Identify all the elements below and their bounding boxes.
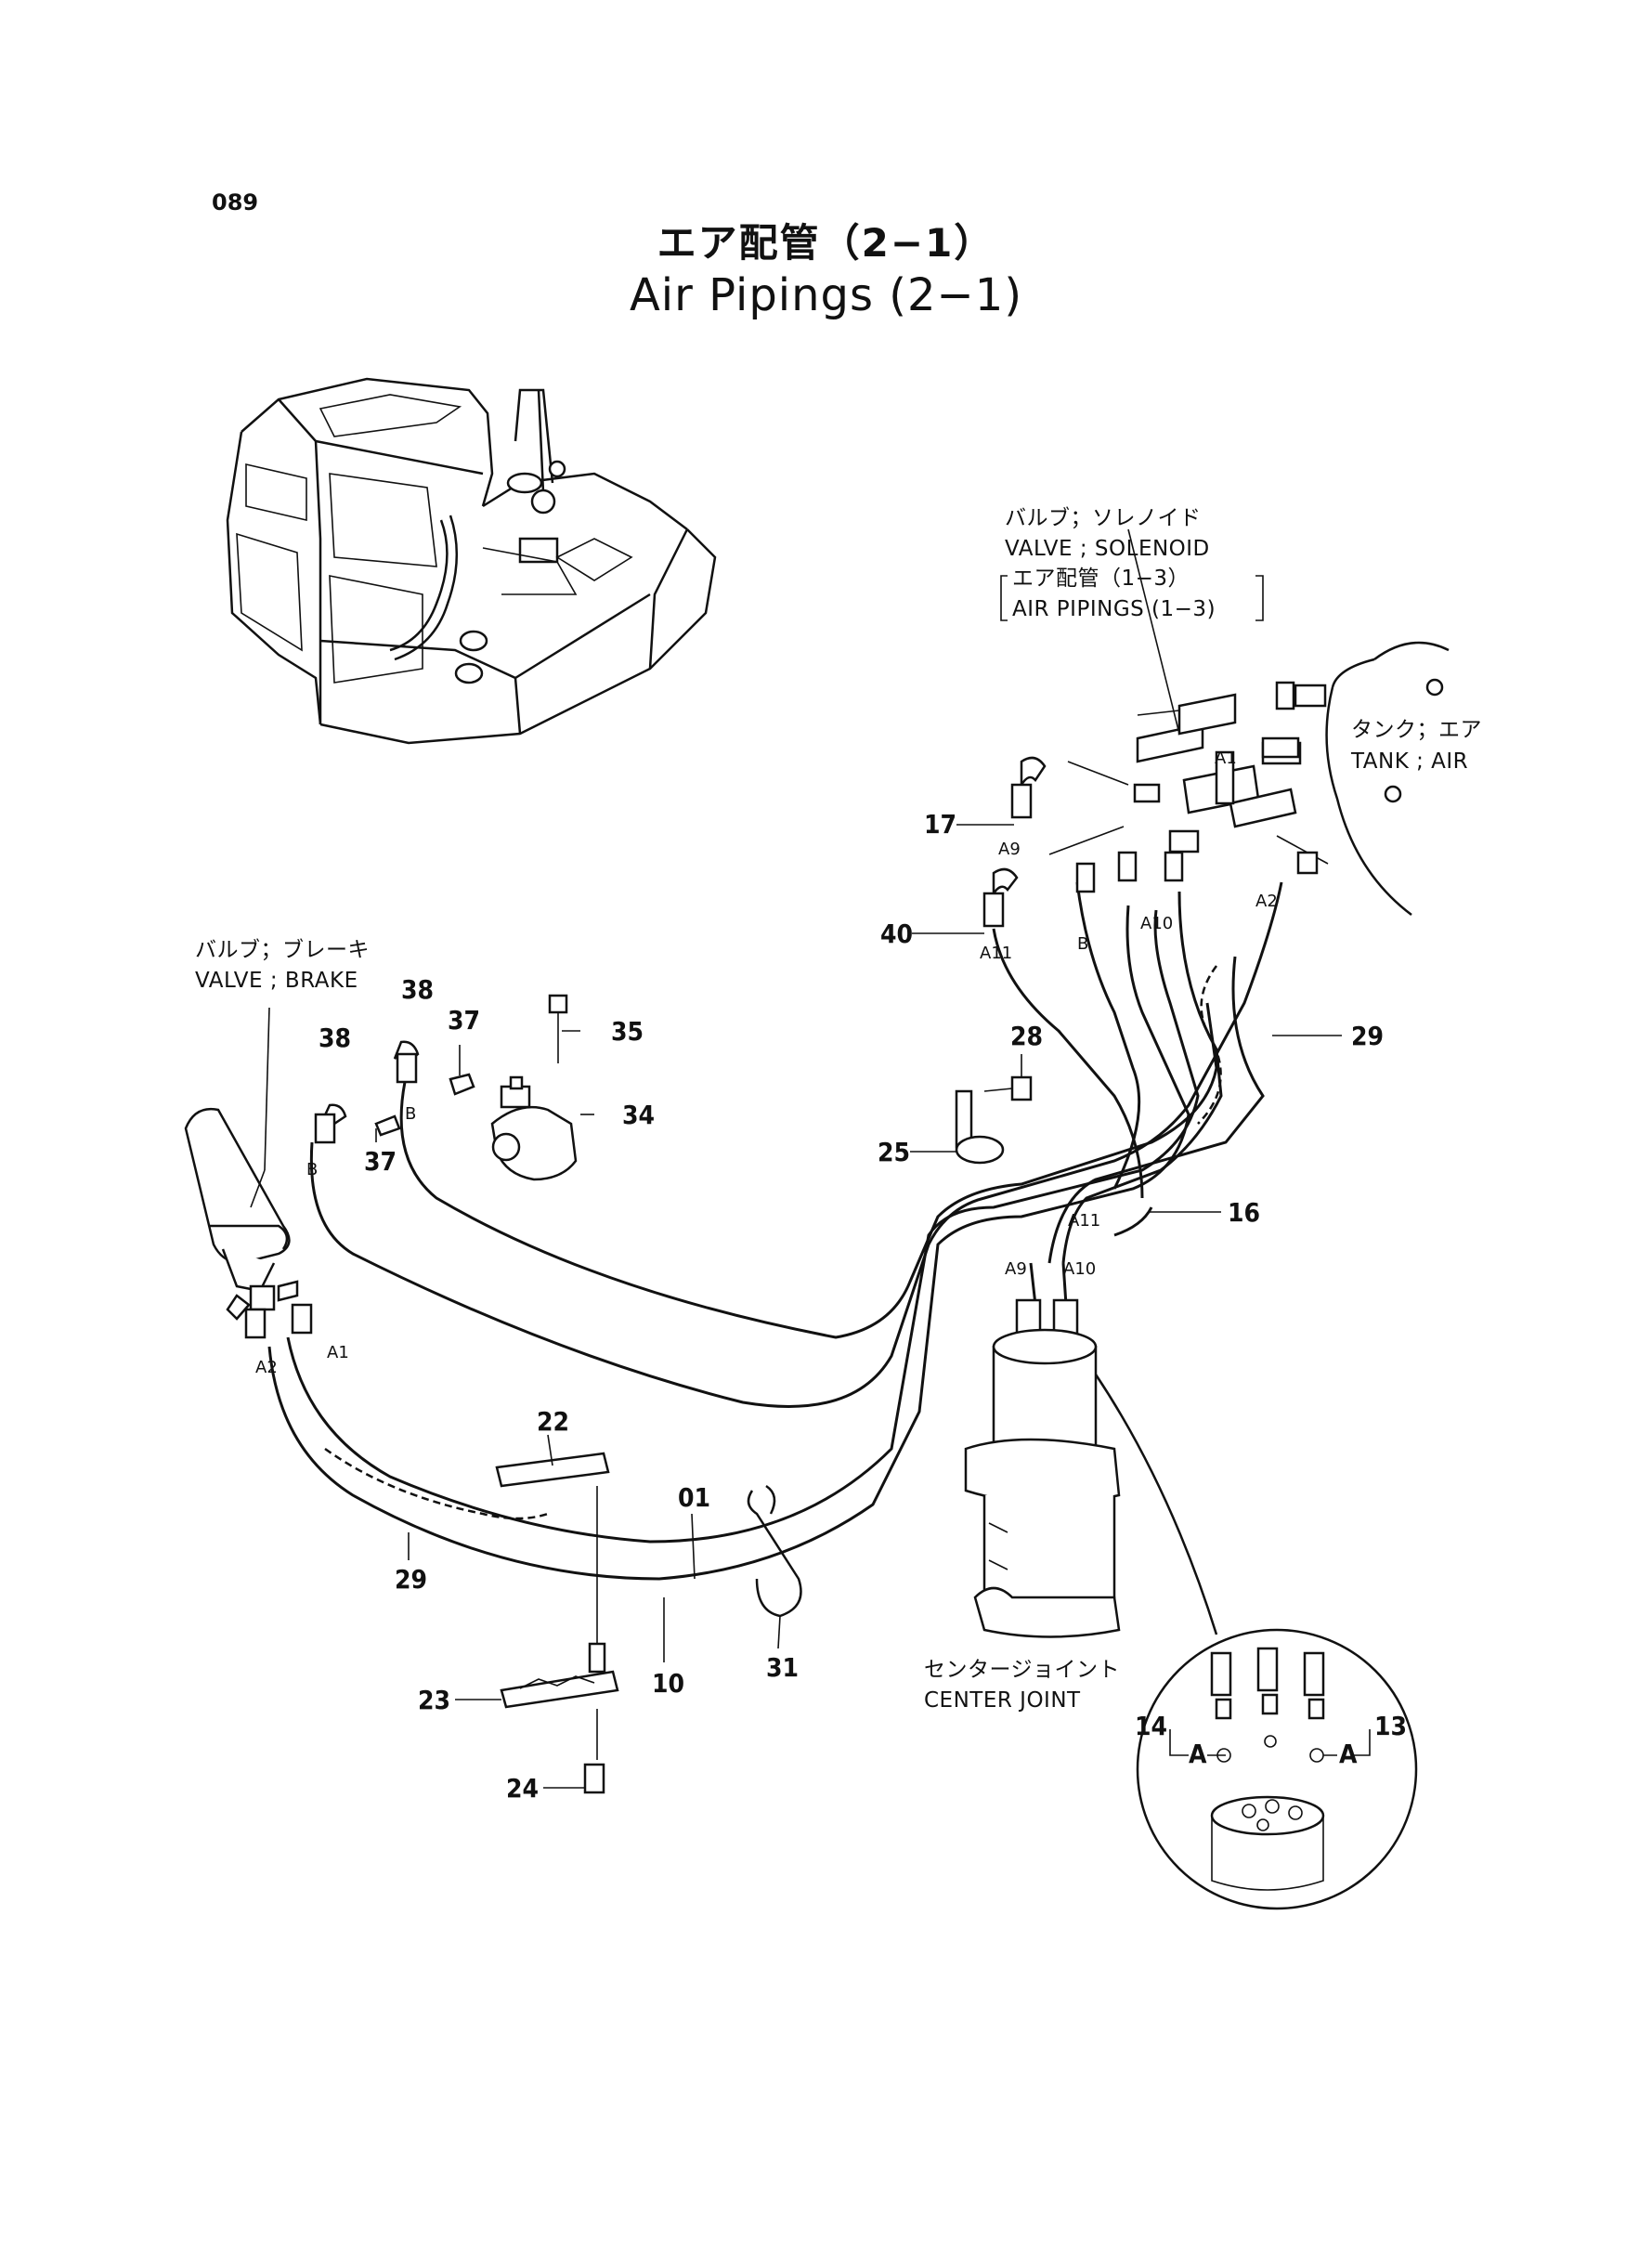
port-tag-a11-joint: A11	[1068, 1211, 1100, 1231]
section-a-left: A	[1189, 1739, 1207, 1769]
brake-valve-fitting-group	[314, 994, 578, 1181]
callout-40: 40	[880, 919, 913, 949]
title-japanese: エア配管（2−1）	[657, 220, 995, 266]
callout-22: 22	[537, 1406, 569, 1437]
callout-37-b: 37	[364, 1146, 397, 1177]
machine-overview-illustration	[226, 377, 717, 745]
port-tag-a2-top: A2	[1255, 892, 1278, 911]
callout-14: 14	[1135, 1711, 1167, 1741]
callout-29-b: 29	[395, 1564, 427, 1595]
solenoid-valve-label-jp: バルブ；ソレノイド	[1005, 506, 1202, 530]
air-tank-label-jp: タンク；エア	[1351, 718, 1482, 742]
brake-valve-label-en: VALVE ; BRAKE	[195, 969, 358, 993]
callout-38-a: 38	[319, 1023, 351, 1053]
solenoid-valve-assembly	[1048, 528, 1329, 865]
callout-28: 28	[1010, 1021, 1043, 1051]
callout-17: 17	[924, 809, 956, 840]
brake-valve-label-jp: バルブ；ブレーキ	[195, 938, 370, 962]
clamp-plates	[495, 1452, 619, 1794]
callout-24: 24	[506, 1773, 539, 1804]
callout-34: 34	[622, 1100, 655, 1130]
brake-valve	[184, 1007, 299, 1321]
reference-label-en: AIR PIPINGS (1−3)	[1012, 597, 1216, 621]
port-tag-a1-top: A1	[1215, 749, 1237, 768]
port-tag-a10-joint: A10	[1063, 1259, 1096, 1279]
center-joint-label-jp: センタージョイント	[924, 1658, 1120, 1682]
center-joint-detail	[1136, 1628, 1418, 1910]
callout-25: 25	[878, 1137, 910, 1167]
port-tag-b-mid: B	[405, 1104, 416, 1124]
clamp-bracket	[955, 1054, 1033, 1165]
callout-31: 31	[766, 1652, 799, 1683]
leader-lines	[375, 824, 1342, 1789]
reference-label-jp: エア配管（1−3）	[1012, 567, 1190, 591]
callout-38-b: 38	[401, 974, 434, 1005]
page-number: 089	[212, 189, 259, 215]
port-tag-b-top: B	[1077, 934, 1088, 954]
solenoid-valve-label-en: VALVE ; SOLENOID	[1005, 537, 1210, 561]
port-tag-a2-left: A2	[255, 1358, 278, 1377]
callout-13: 13	[1374, 1711, 1407, 1741]
callout-35: 35	[611, 1016, 644, 1047]
center-joint-label-en: CENTER JOINT	[924, 1688, 1081, 1713]
title-english: Air Pipings (2−1)	[629, 269, 1023, 321]
port-tag-a9-top: A9	[998, 840, 1021, 859]
air-tank	[1261, 641, 1450, 916]
callout-10: 10	[652, 1668, 684, 1699]
air-pipes	[244, 756, 1319, 1581]
callout-16: 16	[1228, 1197, 1260, 1228]
section-a-right: A	[1339, 1739, 1358, 1769]
port-tag-b-left: B	[306, 1160, 318, 1179]
center-joint	[964, 1298, 1218, 1638]
callout-29-a: 29	[1351, 1021, 1384, 1051]
port-tag-a9-joint: A9	[1005, 1259, 1027, 1279]
air-tank-label-en: TANK ; AIR	[1350, 749, 1468, 774]
port-tag-a11-top: A11	[980, 944, 1012, 963]
callout-23: 23	[418, 1685, 450, 1715]
hose-clamp	[747, 1484, 802, 1618]
callout-37-a: 37	[448, 1005, 480, 1036]
callout-01: 01	[678, 1482, 710, 1513]
bracket-left	[1000, 575, 1008, 621]
port-tag-a1-left: A1	[327, 1343, 349, 1362]
bracket-right	[1255, 575, 1264, 621]
port-tag-a10-top: A10	[1140, 914, 1173, 933]
